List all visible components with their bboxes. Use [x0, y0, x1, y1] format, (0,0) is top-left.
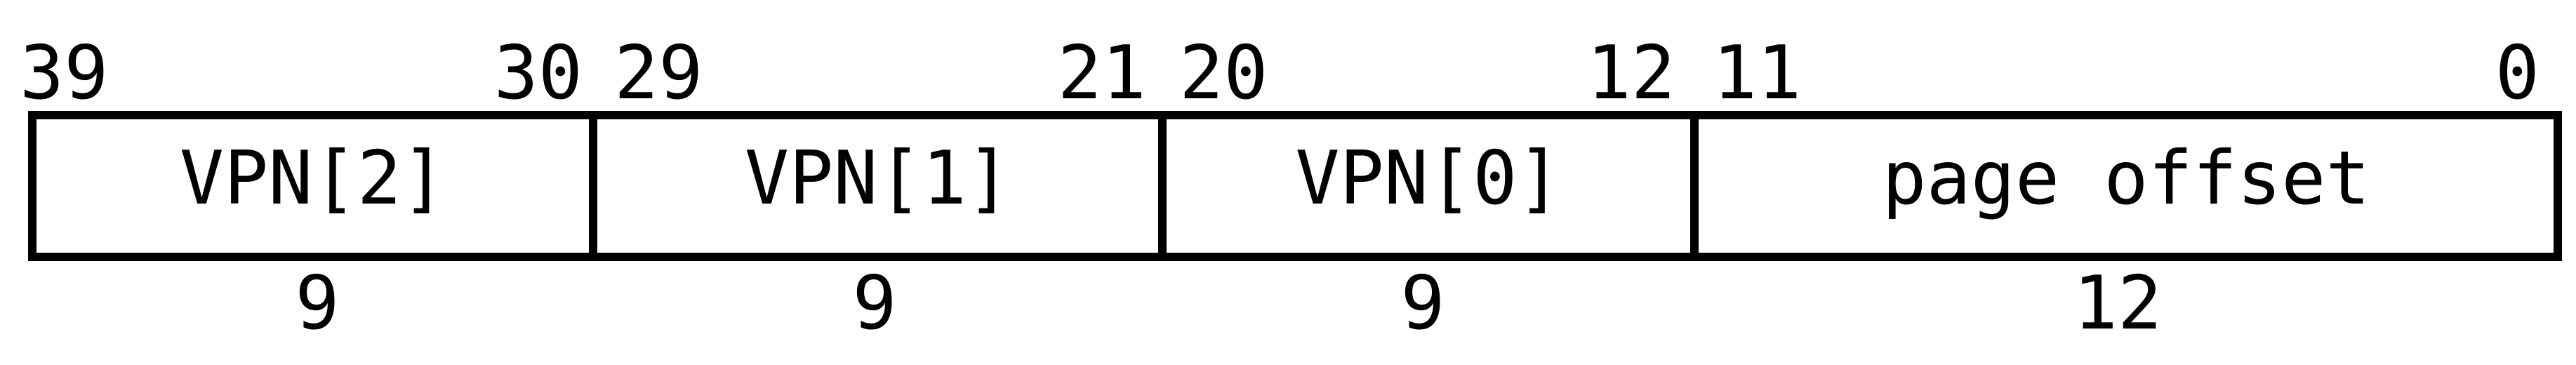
field-label: VPN[0]	[1295, 135, 1562, 221]
bit-index-29: 29	[614, 30, 703, 116]
field-width-label: 9	[1400, 260, 1445, 346]
field-vpn0: VPN[0]	[1167, 119, 1690, 253]
field-divider	[1158, 119, 1167, 253]
field-label: VPN[1]	[744, 135, 1011, 221]
address-box	[28, 111, 2562, 261]
bit-index-21: 21	[1057, 30, 1146, 116]
field-page-offset: page offset	[1699, 119, 2554, 253]
field-vpn2: VPN[2]	[36, 119, 589, 253]
field-divider	[1690, 119, 1699, 253]
field-width-label: 9	[852, 260, 897, 346]
bit-index-20: 20	[1179, 30, 1268, 116]
bit-index-12: 12	[1586, 30, 1675, 116]
field-width-label: 12	[2073, 260, 2163, 346]
field-width-label: 9	[295, 260, 340, 346]
field-vpn1: VPN[1]	[597, 119, 1158, 253]
bit-index-0: 0	[2495, 30, 2540, 116]
field-label: VPN[2]	[179, 135, 446, 221]
bit-index-39: 39	[20, 30, 109, 116]
bit-index-11: 11	[1713, 30, 1802, 116]
field-divider	[589, 119, 597, 253]
bit-index-30: 30	[493, 30, 583, 116]
field-label: page offset	[1882, 135, 2370, 221]
